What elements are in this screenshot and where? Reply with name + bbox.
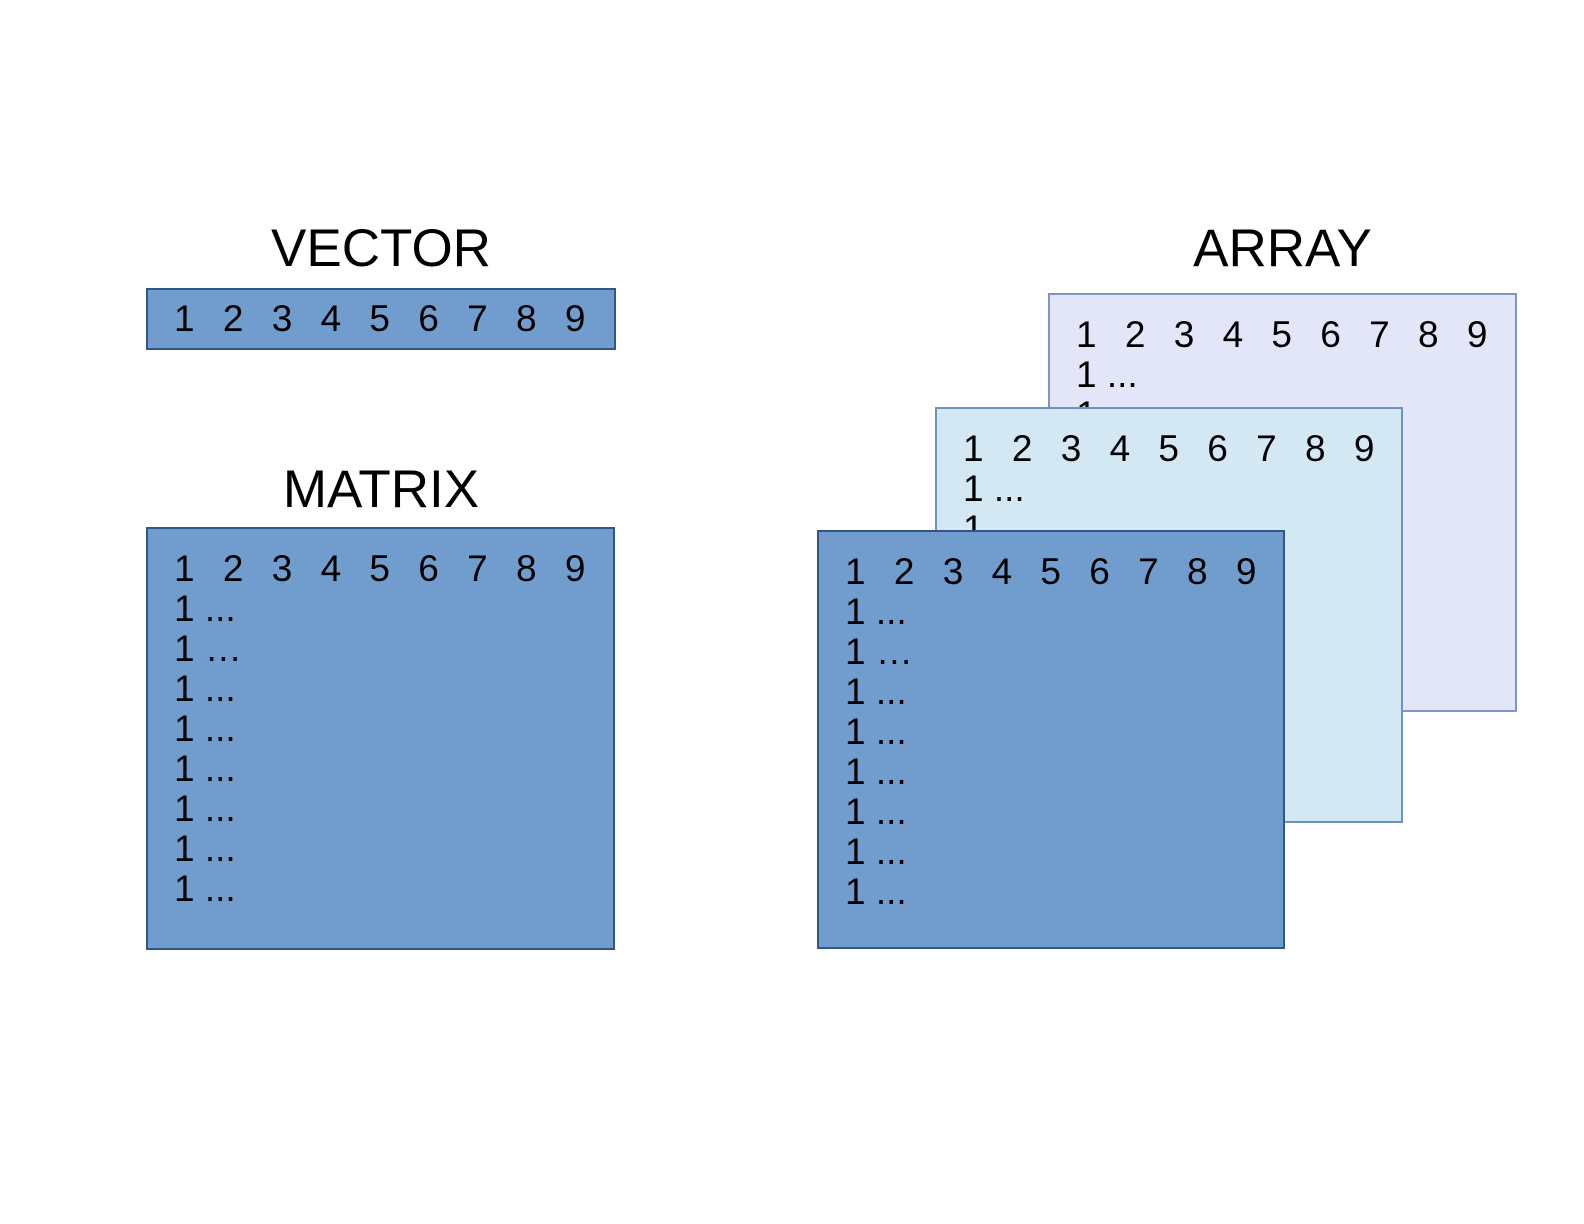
- grid-row: 1 ...: [845, 591, 907, 632]
- grid-row: 1 …: [174, 628, 242, 669]
- array-layer-front: 1 2 3 4 5 6 7 8 9 1 ... 1 … 1 ... 1 ... …: [817, 530, 1285, 949]
- vector-box: 1 2 3 4 5 6 7 8 9: [146, 288, 616, 350]
- grid-row: 1 ...: [1076, 354, 1138, 395]
- grid-header-row: 1 2 3 4 5 6 7 8 9: [845, 551, 1257, 592]
- grid-row: 1 …: [845, 631, 913, 672]
- grid-row: 1 ...: [174, 828, 236, 869]
- vector-cells-row: 1 2 3 4 5 6 7 8 9: [174, 298, 586, 339]
- grid-row: 1 ...: [174, 788, 236, 829]
- grid-row: 1 ...: [174, 708, 236, 749]
- grid-row: 1 ...: [845, 711, 907, 752]
- grid-header-row: 1 2 3 4 5 6 7 8 9: [963, 428, 1375, 469]
- grid-row: 1 ...: [174, 588, 236, 629]
- array-title: ARRAY: [1193, 219, 1372, 278]
- grid-row: 1 ...: [845, 751, 907, 792]
- grid-row: 1 ...: [174, 868, 236, 909]
- grid-row: 1 ...: [174, 668, 236, 709]
- vector-title: VECTOR: [271, 219, 491, 278]
- grid-row: 1 ...: [845, 871, 907, 912]
- grid-row: 1 ...: [174, 748, 236, 789]
- grid-row: 1 ...: [963, 468, 1025, 509]
- grid-row: 1 ...: [845, 791, 907, 832]
- matrix-title: MATRIX: [282, 460, 480, 519]
- grid-header-row: 1 2 3 4 5 6 7 8 9: [174, 548, 586, 589]
- grid-row: 1 ...: [845, 671, 907, 712]
- matrix-box: 1 2 3 4 5 6 7 8 9 1 ... 1 … 1 ... 1 ... …: [146, 527, 615, 950]
- grid-row: 1 ...: [845, 831, 907, 872]
- grid-header-row: 1 2 3 4 5 6 7 8 9: [1076, 314, 1488, 355]
